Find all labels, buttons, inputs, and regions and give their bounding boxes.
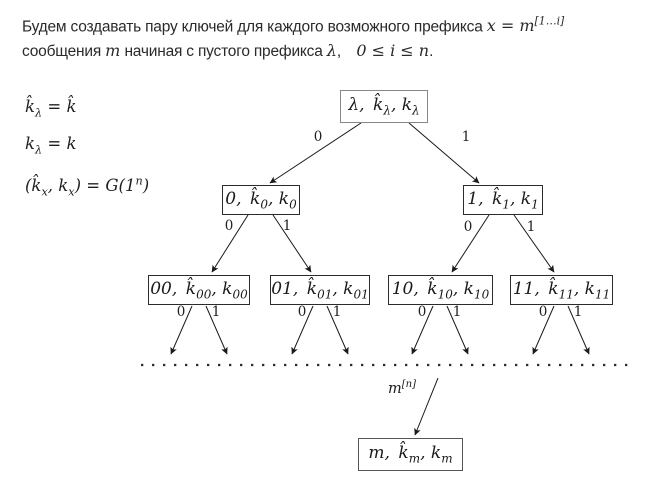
edges-root-to-level1 [269, 122, 480, 184]
message-prefix-label: m[n] [388, 379, 416, 397]
edge-label-zero: 0 [313, 129, 323, 145]
edge-label-zero: 0 [297, 304, 307, 320]
tree-node-11: 11, k̂11, k11 [510, 275, 613, 305]
edge-label-zero: 0 [538, 304, 548, 320]
tree-node-m: m, k̂m, km [358, 438, 463, 471]
edge-message-to-leaf [414, 377, 439, 436]
tree-node-1: 1, k̂1, k1 [463, 185, 543, 215]
edge-label-one: 1 [332, 304, 342, 320]
edge-label-one: 1 [211, 304, 221, 320]
edge-label-zero: 0 [417, 304, 427, 320]
intro-paragraph: Будем создавать пару ключей для каждого … [22, 10, 564, 64]
edge-label-zero: 0 [176, 304, 186, 320]
edge-label-one: 1 [526, 219, 536, 235]
key-definitions: k̂λ = k̂ kλ = k (k̂x, kx) = G(1n) [25, 91, 149, 207]
edge-label-zero: 0 [463, 219, 473, 235]
tree-node-root: λ, k̂λ, kλ [340, 90, 428, 123]
edge-label-one: 1 [452, 304, 462, 320]
tree-node-0: 0, k̂0, k0 [222, 185, 300, 215]
formula-k-lambda: kλ = k [25, 134, 77, 157]
intro-line-1: Будем создавать пару ключей для каждого … [22, 15, 565, 36]
formula-key-generation: (k̂x, kx) = G(1n) [25, 174, 150, 199]
intro-line-2: сообщения m начиная с пустого префикса λ… [22, 41, 434, 61]
tree-node-10: 10, k̂10, k10 [388, 275, 493, 305]
edges-level2-to-ellipsis [170, 305, 590, 355]
edges-level1-to-level2 [211, 214, 555, 273]
edge-label-one: 1 [461, 129, 471, 145]
formula-khat-lambda: k̂λ = k̂ [25, 97, 77, 120]
edge-label-one: 1 [573, 304, 583, 320]
edge-label-one: 1 [282, 218, 292, 234]
edge-label-zero: 0 [224, 218, 234, 234]
tree-node-01: 01, k̂01, k01 [270, 275, 370, 305]
tree-node-00: 00, k̂00, k00 [148, 275, 250, 305]
